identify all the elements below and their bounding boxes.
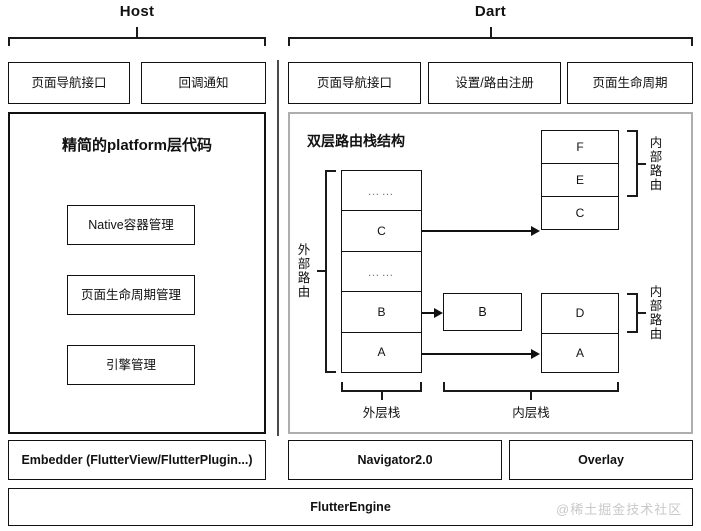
- outer-stack: …… C …… B A: [341, 170, 422, 373]
- host-platform-item-lifecycle[interactable]: 页面生命周期管理: [67, 275, 195, 315]
- outer-route-label: 外 部 路 由: [293, 238, 315, 304]
- inner-route-label-top-c0: 内: [649, 136, 663, 150]
- inner-route-label-bottom-c2: 路: [649, 313, 663, 327]
- host-api-box-callback[interactable]: 回调通知: [141, 62, 266, 104]
- inner-route-label-top-c2: 路: [649, 164, 663, 178]
- outer-stack-cell-2[interactable]: ……: [342, 252, 421, 293]
- dart-api-box-lifecycle[interactable]: 页面生命周期: [567, 62, 693, 104]
- host-platform-panel-title: 精简的platform层代码: [61, 137, 212, 154]
- dart-api-box-navigation-label: 页面导航接口: [316, 75, 392, 90]
- inner-route-label-bottom-c0: 内: [649, 285, 663, 299]
- navigator-box[interactable]: Navigator2.0: [288, 440, 502, 480]
- inner-route-label-top-c3: 由: [649, 178, 663, 192]
- flutter-engine-box[interactable]: FlutterEngine: [8, 488, 693, 526]
- middle-route-box-b-label: B: [478, 304, 487, 319]
- embedder-box-label: Embedder (FlutterView/FlutterPlugin...): [21, 452, 253, 467]
- inner-stack-bottom-label: 内层栈: [512, 406, 550, 420]
- inner-stack-bottom-cell-0[interactable]: D: [542, 294, 618, 334]
- outer-stack-bottom-label: 外层栈: [362, 406, 401, 420]
- host-platform-item-engine[interactable]: 引擎管理: [67, 345, 195, 385]
- host-api-box-callback-label: 回调通知: [178, 75, 229, 90]
- inner-stack-top-cell-1[interactable]: E: [542, 164, 618, 197]
- inner-stack-bottom: D A: [541, 293, 619, 373]
- outer-stack-bottom-bracket-tick: [381, 391, 383, 400]
- host-platform-item-engine-label: 引擎管理: [105, 357, 156, 372]
- dart-api-box-route-register-label: 设置/路由注册: [455, 75, 534, 90]
- inner-route-label-top-c1: 部: [649, 150, 663, 164]
- inner-route-label-bottom: 内 部 路 由: [645, 280, 667, 346]
- outer-stack-cell-3[interactable]: B: [342, 292, 421, 333]
- host-brace: [8, 37, 266, 46]
- flutter-engine-box-label: FlutterEngine: [310, 499, 391, 514]
- arrow-line-c: [422, 230, 532, 232]
- outer-route-bracket-tick: [317, 270, 326, 272]
- inner-route-label-bottom-c1: 部: [649, 299, 663, 313]
- inner-stack-bottom-cell-1[interactable]: A: [575, 345, 584, 360]
- overlay-box[interactable]: Overlay: [509, 440, 693, 480]
- outer-route-bracket: [325, 170, 336, 373]
- host-api-box-navigation[interactable]: 页面导航接口: [8, 62, 130, 104]
- arrow-head-c: [531, 226, 540, 236]
- inner-route-label-bottom-c3: 由: [649, 327, 663, 341]
- outer-route-label-c0: 外: [297, 243, 311, 257]
- outer-stack-cell-0[interactable]: ……: [342, 171, 421, 212]
- outer-route-label-c3: 由: [297, 285, 311, 299]
- dart-brace: [288, 37, 693, 46]
- inner-stack-bottom-bracket-tick: [530, 391, 532, 400]
- overlay-box-label: Overlay: [578, 452, 624, 467]
- middle-route-box-b[interactable]: B: [443, 293, 522, 331]
- outer-stack-cell-1[interactable]: C: [342, 211, 421, 252]
- host-platform-item-lifecycle-label: 页面生命周期管理: [80, 287, 181, 302]
- watermark: @稀土掘金技术社区: [556, 502, 683, 517]
- dart-api-box-lifecycle-label: 页面生命周期: [592, 75, 668, 90]
- navigator-box-label: Navigator2.0: [357, 452, 433, 467]
- outer-stack-cell-4[interactable]: A: [377, 345, 386, 360]
- host-platform-item-native-container-label: Native容器管理: [88, 217, 174, 232]
- inner-stack-top-cell-0[interactable]: F: [542, 131, 618, 164]
- dart-brace-stem: [490, 27, 492, 37]
- section-title-host: Host: [119, 3, 155, 20]
- inner-stack-top-cell-2[interactable]: C: [575, 206, 585, 220]
- dart-api-box-navigation[interactable]: 页面导航接口: [288, 62, 421, 104]
- dart-api-box-route-register[interactable]: 设置/路由注册: [428, 62, 561, 104]
- arrow-head-a: [531, 349, 540, 359]
- arrow-line-b: [422, 312, 435, 314]
- outer-route-label-c2: 路: [297, 271, 311, 285]
- arrow-head-b: [434, 308, 443, 318]
- section-title-dart: Dart: [474, 3, 507, 20]
- host-platform-panel: [8, 112, 266, 434]
- arrow-line-a: [422, 353, 532, 355]
- host-dart-divider: [277, 60, 279, 436]
- host-platform-item-native-container[interactable]: Native容器管理: [67, 205, 195, 245]
- dart-router-panel-title: 双层路由栈结构: [307, 133, 405, 149]
- inner-route-label-top: 内 部 路 由: [645, 131, 667, 197]
- host-api-box-navigation-label: 页面导航接口: [31, 75, 107, 90]
- embedder-box[interactable]: Embedder (FlutterView/FlutterPlugin...): [8, 440, 266, 480]
- host-brace-stem: [136, 27, 138, 37]
- outer-route-label-c1: 部: [297, 257, 311, 271]
- inner-route-bracket-bottom-tick: [637, 312, 646, 314]
- inner-route-bracket-top-tick: [637, 163, 646, 165]
- inner-stack-top: F E C: [541, 130, 619, 230]
